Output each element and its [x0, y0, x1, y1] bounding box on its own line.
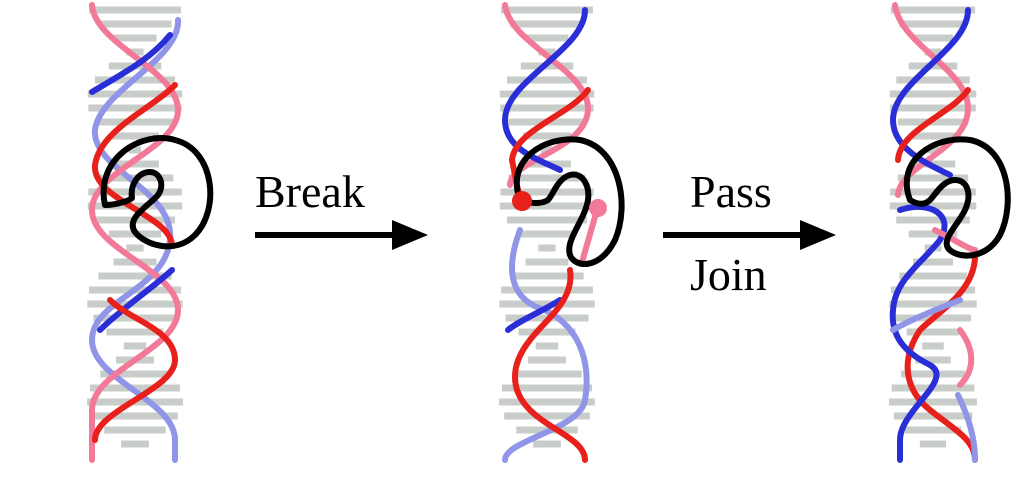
cleavage-site-red — [512, 191, 532, 211]
step-label-pass: Pass — [690, 166, 772, 217]
panel-before-break — [87, 5, 210, 460]
panel-after-pass-join — [889, 5, 1008, 460]
panel-after-break — [499, 5, 622, 460]
step-label-break: Break — [255, 166, 365, 217]
cleavage-site-pink — [589, 199, 607, 217]
arrow-head — [800, 220, 836, 250]
arrow-head — [392, 220, 428, 250]
step-label-join: Join — [690, 249, 767, 300]
pass-join-arrow — [663, 220, 836, 250]
break-arrow — [255, 220, 428, 250]
